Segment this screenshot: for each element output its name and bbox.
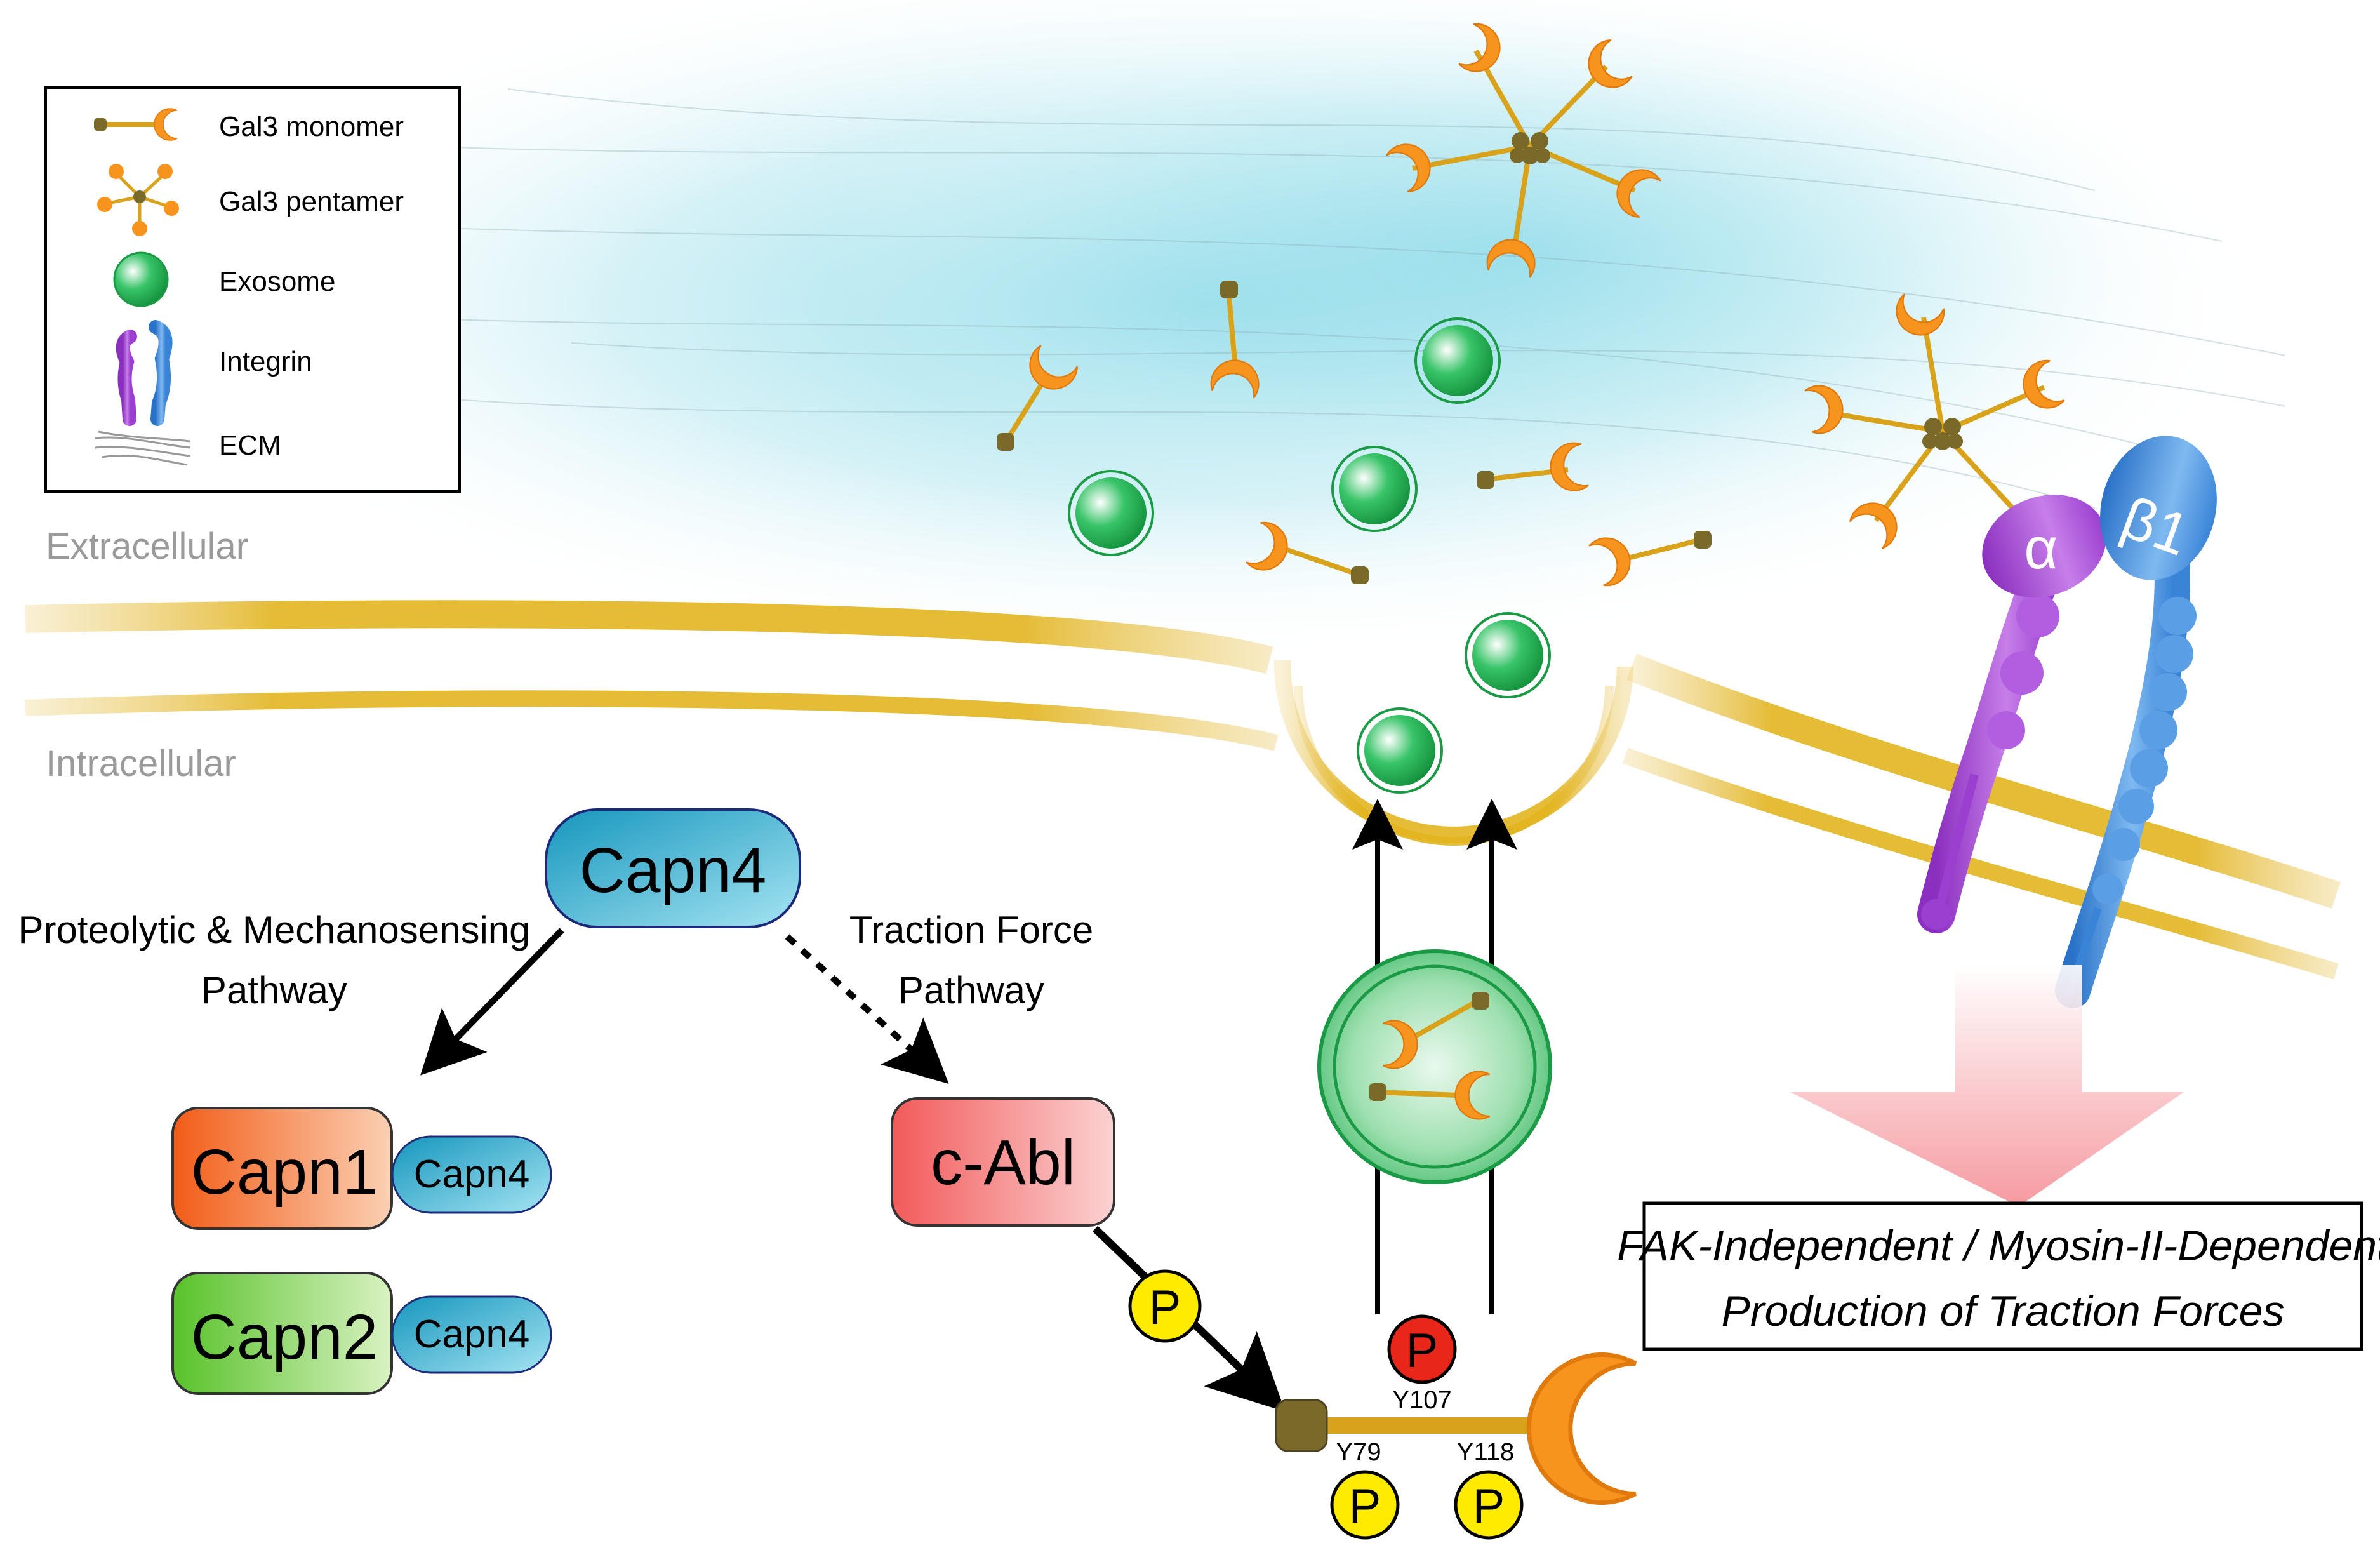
exosome-5 xyxy=(1357,707,1443,794)
legend-label-gal3-monomer: Gal3 monomer xyxy=(219,111,404,142)
ecm-icon xyxy=(95,430,191,466)
exosomes-extracellular xyxy=(1068,317,1551,794)
phospho-y107-label: Y107 xyxy=(1392,1386,1451,1414)
phospho-y118-label: Y118 xyxy=(1457,1438,1514,1466)
phospho-cabl: P xyxy=(1128,1269,1202,1343)
gal3-monomer-3 xyxy=(1477,441,1590,495)
gal3-pentamer-right xyxy=(1804,292,2066,551)
gal3-phosphorylated xyxy=(1275,1354,1635,1502)
integrin: α β1 xyxy=(1917,436,2217,1008)
exosome-1 xyxy=(1414,317,1501,404)
gal3-monomer-icon xyxy=(94,108,178,141)
phospho-cabl-label: P xyxy=(1149,1281,1181,1335)
intracellular-label: Intracellular xyxy=(46,743,236,784)
extracellular-space xyxy=(127,0,2285,660)
cargo-gal3-2 xyxy=(1369,1071,1491,1120)
capn2-label: Capn2 xyxy=(191,1302,378,1373)
phospho-y79-label: Y79 xyxy=(1336,1438,1381,1466)
capn2-complex: Capn2 Capn4 xyxy=(171,1272,552,1395)
capn1-label: Capn1 xyxy=(191,1137,378,1208)
phospho-y79: Y79 P xyxy=(1330,1438,1400,1540)
output-box: FAK-Independent / Myosin-II-Dependent Pr… xyxy=(1617,1201,2380,1351)
exosome-4 xyxy=(1465,612,1551,698)
proteolytic-pathway-label-2: Pathway xyxy=(201,969,347,1011)
gal3-monomers-extracellular xyxy=(997,281,1712,589)
proteolytic-arrow xyxy=(420,928,564,1076)
gal3-pentamer-top xyxy=(1384,20,1663,279)
extracellular-label: Extracellular xyxy=(46,526,248,567)
proteolytic-pathway-label-1: Proteolytic & Mechanosensing xyxy=(18,909,530,951)
cabl-node: c-Abl xyxy=(891,1097,1115,1227)
output-arrow xyxy=(1790,965,2184,1206)
capn4-label: Capn4 xyxy=(580,835,767,906)
integrin-alpha-label: α xyxy=(2024,516,2058,581)
exosome-3 xyxy=(1331,446,1418,532)
phospho-y107: P Y107 xyxy=(1387,1314,1457,1414)
legend-label-integrin: Integrin xyxy=(219,346,312,377)
phospho-y79-p: P xyxy=(1349,1479,1381,1533)
legend-label-ecm: ECM xyxy=(219,430,281,461)
cabl-label: c-Abl xyxy=(931,1127,1075,1198)
legend-label-exosome: Exosome xyxy=(219,266,335,297)
traction-pathway-label-1: Traction Force xyxy=(849,909,1094,951)
phospho-y107-p: P xyxy=(1406,1324,1439,1378)
phospho-y118: Y118 P xyxy=(1454,1438,1524,1540)
gal3-monomer-4 xyxy=(1244,519,1369,584)
gal3-pentamer-icon xyxy=(97,164,179,236)
traction-pathway-label-2: Pathway xyxy=(898,969,1044,1011)
cell-membrane xyxy=(25,600,2341,980)
phospho-y118-p: P xyxy=(1473,1479,1505,1533)
output-box-line2: Production of Traction Forces xyxy=(1722,1287,2285,1335)
capn4-small-label-1: Capn4 xyxy=(414,1152,530,1196)
integrin-beta: β1 xyxy=(2055,436,2217,1008)
exosome-cargo xyxy=(1317,949,1552,1184)
integrin-alpha: α xyxy=(1917,495,2106,933)
exosome-icon xyxy=(113,251,169,307)
gal3-monomer-1 xyxy=(997,343,1080,451)
cargo-gal3-1 xyxy=(1382,992,1489,1069)
integrin-icon xyxy=(116,320,173,426)
capn4-node: Capn4 xyxy=(545,808,801,928)
legend: Gal3 monomer Gal3 pentamer Exosome Integ… xyxy=(44,86,461,493)
capn1-complex: Capn1 Capn4 xyxy=(171,1107,552,1230)
gal3-monomer-5 xyxy=(1587,530,1712,589)
capn4-small-label-2: Capn4 xyxy=(414,1312,530,1356)
output-box-line1: FAK-Independent / Myosin-II-Dependent xyxy=(1617,1222,2380,1270)
gal3-monomer-2 xyxy=(1209,281,1263,399)
exosome-2 xyxy=(1068,470,1154,556)
legend-label-gal3-pentamer: Gal3 pentamer xyxy=(219,186,404,217)
